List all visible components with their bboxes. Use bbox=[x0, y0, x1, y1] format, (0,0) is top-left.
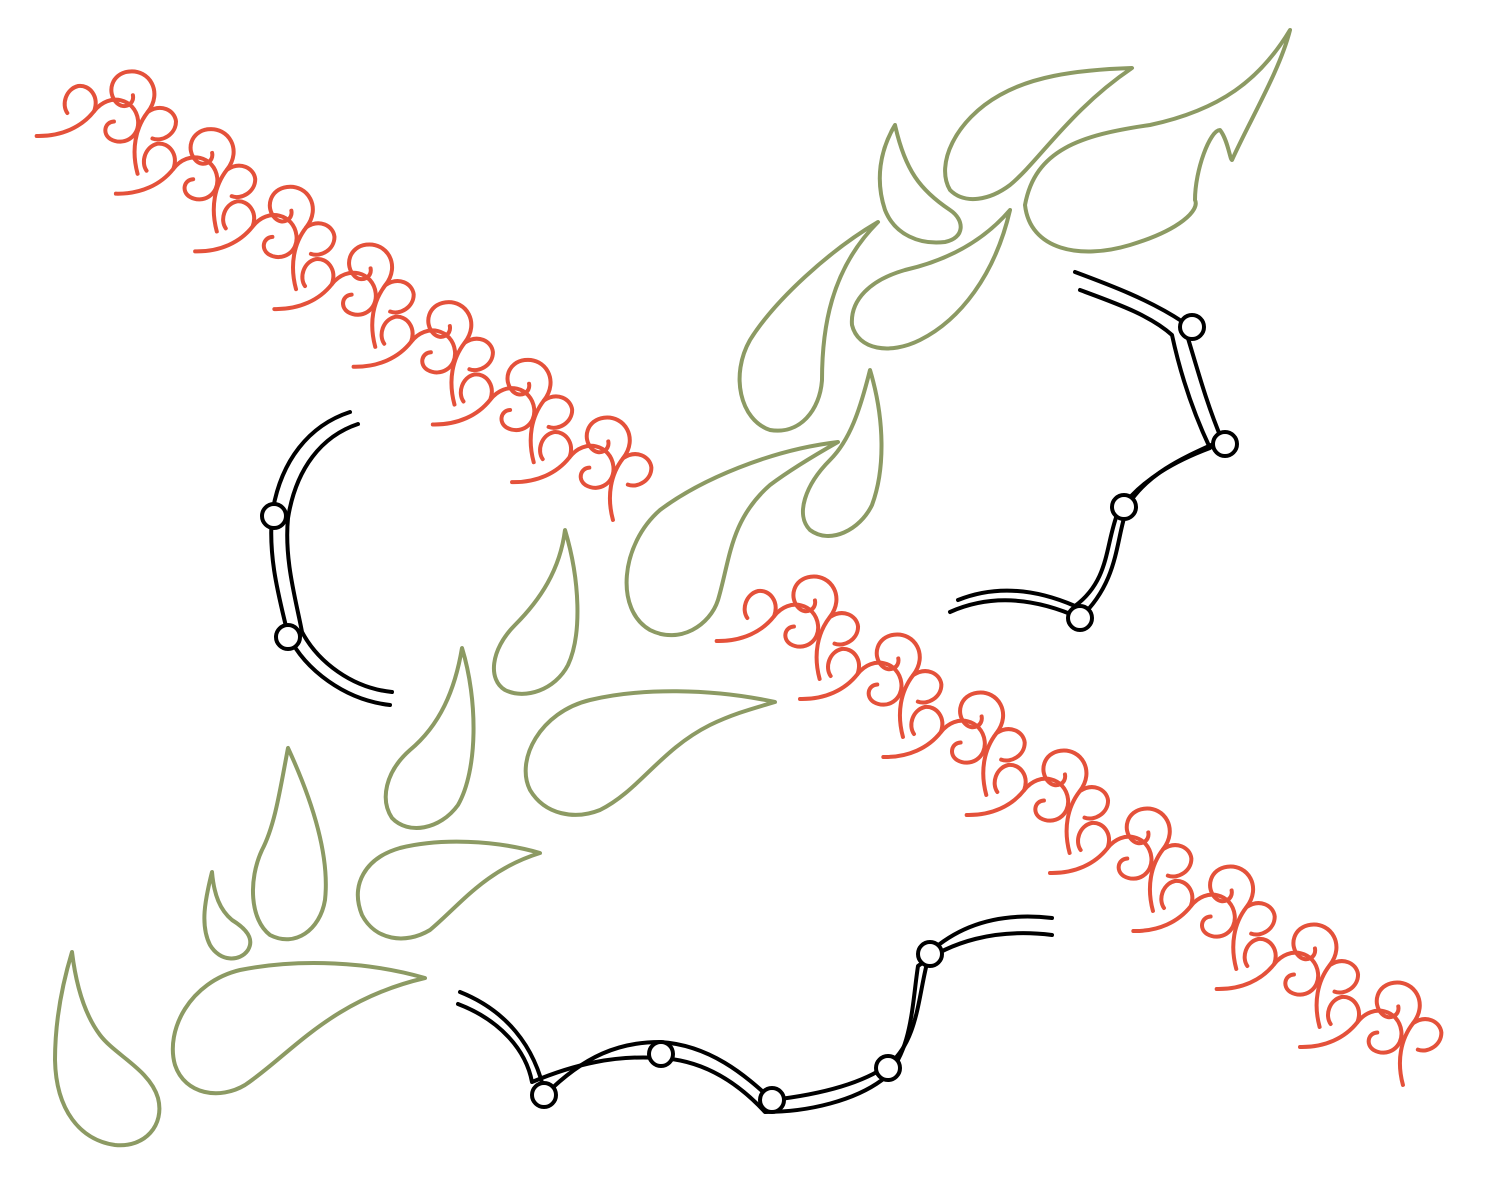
feather-leaf bbox=[849, 208, 1012, 351]
paisley-motif bbox=[797, 646, 904, 707]
paisley-motif bbox=[1124, 806, 1194, 913]
paisley-motif bbox=[188, 127, 258, 234]
paisley-motif bbox=[714, 588, 820, 649]
curved-template-right bbox=[948, 270, 1239, 632]
paisley-motif bbox=[505, 358, 575, 465]
paisley-border-upper bbox=[34, 69, 654, 522]
template-node bbox=[274, 623, 302, 651]
template-node bbox=[1211, 430, 1239, 458]
paisley-motif bbox=[267, 184, 337, 292]
paisley-motif bbox=[510, 430, 616, 490]
template-track bbox=[285, 422, 394, 694]
curved-template-left bbox=[260, 410, 394, 707]
paisley-motif bbox=[791, 574, 861, 681]
paisley-motif bbox=[958, 690, 1027, 797]
feather-leaf bbox=[355, 839, 542, 941]
paisley-motif bbox=[874, 632, 944, 739]
paisley-motif bbox=[881, 704, 987, 765]
paisley-motif bbox=[193, 199, 299, 260]
template-node bbox=[758, 1086, 786, 1114]
template-node bbox=[1110, 493, 1138, 521]
paisley-motif bbox=[964, 762, 1070, 823]
paisley-motif bbox=[34, 83, 140, 144]
paisley-motif bbox=[351, 314, 457, 375]
paisley-motif bbox=[109, 69, 178, 176]
feather-leaf bbox=[943, 66, 1134, 202]
feather-leaf bbox=[1023, 28, 1292, 254]
paisley-motif bbox=[426, 300, 495, 407]
template-node bbox=[260, 502, 288, 530]
template-node bbox=[1066, 604, 1094, 632]
feather-leaf bbox=[251, 746, 328, 942]
template-track bbox=[956, 288, 1212, 608]
feather-leaf bbox=[737, 220, 880, 433]
feather-leaf bbox=[491, 528, 580, 696]
paisley-motif bbox=[1291, 922, 1361, 1029]
feather-leaf bbox=[523, 689, 777, 817]
paisley-motif bbox=[1208, 864, 1277, 971]
paisley-motif bbox=[430, 372, 537, 433]
template-node bbox=[647, 1040, 675, 1068]
feather-leaf bbox=[877, 123, 963, 245]
paisley-motif bbox=[584, 415, 654, 522]
template-node bbox=[1178, 313, 1206, 341]
paisley-motif bbox=[1374, 980, 1444, 1087]
curved-template-bottom bbox=[456, 914, 1054, 1114]
feather-leaf bbox=[624, 440, 840, 638]
paisley-motif bbox=[1297, 994, 1404, 1055]
feather-leaf bbox=[800, 368, 884, 538]
paisley-border-lower bbox=[714, 574, 1444, 1087]
template-node bbox=[874, 1054, 902, 1082]
paisley-motif bbox=[1047, 820, 1154, 881]
feather-vine bbox=[53, 28, 1292, 1148]
template-track bbox=[269, 410, 392, 707]
paisley-motif bbox=[347, 242, 416, 349]
paisley-motif bbox=[1041, 748, 1111, 855]
feather-leaf bbox=[170, 961, 427, 1096]
template-node bbox=[530, 1081, 558, 1109]
paisley-motif bbox=[272, 257, 378, 317]
paisley-motif bbox=[113, 141, 220, 202]
feather-leaf bbox=[202, 870, 253, 961]
paisley-motif bbox=[1131, 878, 1237, 939]
feather-leaf bbox=[53, 950, 162, 1148]
paisley-motif bbox=[1214, 936, 1320, 997]
feather-leaf bbox=[383, 646, 476, 830]
template-node bbox=[916, 940, 944, 968]
